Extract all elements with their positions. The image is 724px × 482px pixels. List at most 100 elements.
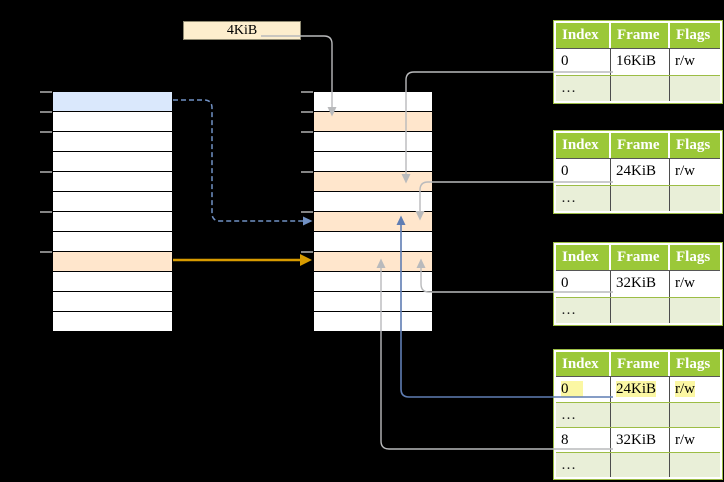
cell-value: 8 (561, 432, 569, 448)
cell-value: r/w (675, 53, 695, 69)
virtual-page-row (53, 232, 172, 252)
frame-table-cell (611, 403, 670, 427)
physical-frame-row (314, 212, 432, 232)
frame-table-cell: 16KiB (611, 49, 670, 75)
tick-mark (301, 131, 313, 133)
virtual-page-row (53, 132, 172, 152)
virtual-page-row (53, 212, 172, 232)
cell-value: … (561, 457, 576, 473)
column-header: Index (556, 133, 611, 158)
frame-table-row: 0 16KiB r/w (556, 49, 720, 75)
tick-mark (301, 91, 313, 93)
physical-frame-row (314, 192, 432, 212)
frame-table-cell (670, 298, 720, 323)
tick-mark (301, 251, 313, 253)
virtual-memory-column (40, 91, 173, 333)
cell-value: r/w (675, 432, 695, 448)
cell-value: 0 (561, 163, 569, 179)
physical-frame-row (314, 252, 432, 272)
virtual-page-row (53, 192, 172, 212)
frame-table-cell: 32KiB (611, 271, 670, 297)
tick-mark (301, 211, 313, 213)
frame-table-cell: 0 (556, 377, 611, 402)
physical-memory-column (301, 91, 433, 333)
cell-value: … (561, 407, 576, 423)
frame-table-row: … (556, 297, 720, 323)
virtual-page-row (53, 252, 172, 272)
physical-frame-row (314, 312, 432, 332)
virtual-page-row (53, 152, 172, 172)
tick-mark (40, 171, 52, 173)
frame-table-cell: 0 (556, 159, 611, 185)
physical-frame-row (314, 152, 432, 172)
highlighted-value: r/w (675, 381, 695, 397)
virtual-page-row (53, 92, 172, 112)
frame-table-row: … (556, 452, 720, 477)
arrowhead-right-icon (303, 216, 313, 226)
frame-table-cell: r/w (670, 377, 720, 402)
cell-value: … (561, 190, 576, 206)
frame-table-cell (611, 186, 670, 211)
frame-table-row: 0 32KiB r/w (556, 271, 720, 297)
column-header: Flags (676, 137, 711, 153)
cell-value: r/w (675, 275, 695, 291)
frame-table-cell: r/w (670, 49, 720, 75)
frame-table-cell (611, 76, 670, 101)
frame-table-row: … (556, 185, 720, 211)
frame-table-cell: r/w (670, 159, 720, 185)
frame-table-cell: 24KiB (611, 377, 670, 402)
arrowhead-right-icon (300, 254, 312, 266)
cell-value: r/w (675, 163, 695, 179)
cell-value: 32KiB (616, 432, 657, 448)
frame-table-cell (670, 453, 720, 477)
cell-value: 32KiB (616, 275, 657, 291)
cell-value: … (561, 302, 576, 318)
physical-frame-row (314, 172, 432, 192)
page-size-label: 4KiB (226, 23, 258, 38)
column-header: Flags (676, 356, 711, 372)
tick-mark (301, 171, 313, 173)
tick-mark (40, 251, 52, 253)
virtual-page-row (53, 312, 172, 332)
physical-frame-row (314, 112, 432, 132)
frame-table-cell: 0 (556, 49, 611, 75)
physical-frame-row (314, 232, 432, 252)
cell-value: … (561, 80, 576, 96)
physical-frame-row (314, 272, 432, 292)
column-header: Frame (611, 133, 670, 158)
column-header: Flags (676, 27, 711, 43)
cell-value: 0 (561, 53, 569, 69)
tick-mark (301, 111, 313, 113)
page-size-label-box: 4KiB (183, 21, 301, 40)
frame-table-cell (611, 298, 670, 323)
column-header: Frame (611, 352, 670, 376)
cell-value: 16KiB (616, 53, 657, 69)
frame-table-cell: … (556, 186, 611, 211)
physical-frame-row (314, 92, 432, 112)
virtual-page-row (53, 272, 172, 292)
tick-mark (40, 91, 52, 93)
arrow-virtual0-to-frame-dashed (173, 99, 303, 222)
column-header: Frame (611, 23, 670, 48)
column-header: Flags (676, 249, 711, 265)
column-header: Frame (611, 245, 670, 270)
frame-table-cell: r/w (670, 271, 720, 297)
frame-table-cell: 24KiB (611, 159, 670, 185)
frame-table-cell: 8 (556, 428, 611, 452)
cell-value: 0 (561, 275, 569, 291)
frame-table-row: 0 24KiB r/w (556, 159, 720, 185)
frame-table-cell: … (556, 76, 611, 101)
physical-frame-row (314, 292, 432, 312)
frame-table-cell: r/w (670, 428, 720, 452)
frame-table-cell (611, 453, 670, 477)
frame-table-cell (670, 76, 720, 101)
frame-table-cell: … (556, 403, 611, 427)
